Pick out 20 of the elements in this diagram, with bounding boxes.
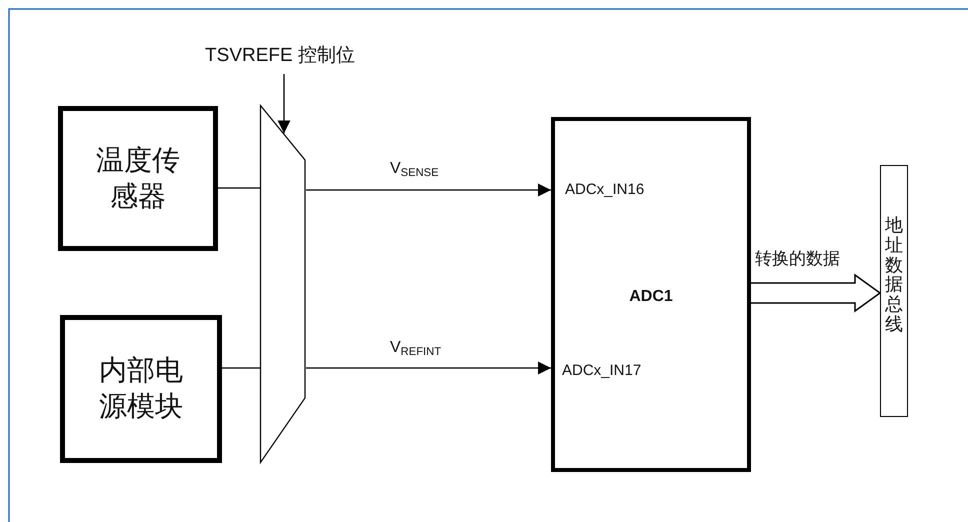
block-title: 温度传感器 xyxy=(95,142,181,214)
arrow xyxy=(278,74,290,134)
sensor-box xyxy=(58,106,218,251)
connector-line xyxy=(222,367,260,369)
connector-line xyxy=(218,187,260,189)
power-module-box xyxy=(60,315,222,463)
edge-label: 转换的数据 xyxy=(755,250,840,269)
edge-label: V$_{SENSE}$ xyxy=(390,160,439,180)
multiplexer-shape xyxy=(260,105,306,463)
hollow-arrow xyxy=(750,274,882,312)
input-pin-label: ADCx_IN16 xyxy=(565,181,644,198)
adc-block xyxy=(551,117,751,472)
bus-label: 地址数据总线 xyxy=(885,216,903,335)
block-title: 内部电源模块 xyxy=(98,352,184,425)
control-label: TSVREFE 控制位 xyxy=(204,44,356,68)
block-title: ADC1 xyxy=(628,288,674,306)
arrow xyxy=(306,362,551,374)
arrow xyxy=(306,184,551,196)
bus-bar xyxy=(880,165,908,417)
input-pin-label: ADCx_IN17 xyxy=(562,362,642,379)
